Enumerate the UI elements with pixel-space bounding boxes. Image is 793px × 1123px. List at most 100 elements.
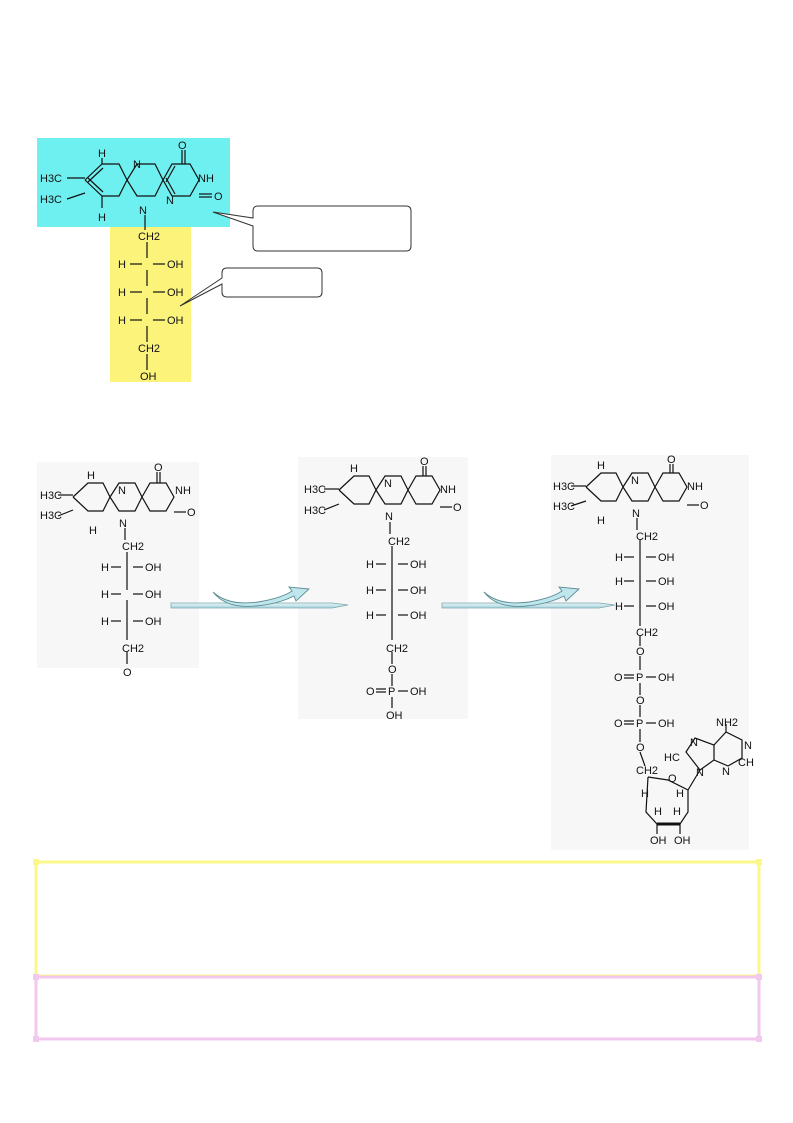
- svg-text:O: O: [668, 773, 677, 785]
- svg-text:H: H: [101, 616, 109, 628]
- atom-nh: NH: [198, 173, 214, 185]
- svg-text:H: H: [597, 515, 605, 527]
- svg-text:O: O: [154, 462, 163, 474]
- atom-h3c-2: H3C: [40, 194, 62, 206]
- svg-text:CH2: CH2: [636, 765, 658, 777]
- fmn-oh-1: OH: [410, 686, 427, 698]
- atom-ch2-bottom: CH2: [138, 343, 160, 355]
- svg-text:H: H: [676, 788, 684, 800]
- fmn-ester-o: O: [388, 664, 397, 676]
- svg-text:O: O: [636, 646, 645, 658]
- svg-text:H3C: H3C: [304, 505, 326, 517]
- svg-text:NH: NH: [175, 485, 191, 497]
- svg-text:CH2: CH2: [122, 541, 144, 553]
- svg-text:O: O: [667, 454, 676, 466]
- svg-text:H: H: [350, 463, 358, 475]
- fmn-oh-2: OH: [386, 710, 403, 722]
- fad-nh2: NH2: [716, 717, 738, 729]
- svg-text:H3C: H3C: [304, 484, 326, 496]
- svg-text:N: N: [631, 475, 639, 487]
- svg-text:H: H: [673, 806, 681, 818]
- atom-n-top: N: [133, 159, 141, 171]
- svg-text:OH: OH: [145, 562, 162, 574]
- atom-oh-3: OH: [167, 315, 184, 327]
- svg-text:OH: OH: [658, 552, 675, 564]
- svg-text:P: P: [636, 672, 643, 684]
- svg-text:H: H: [101, 589, 109, 601]
- svg-text:H: H: [366, 610, 374, 622]
- svg-text:P: P: [636, 718, 643, 730]
- svg-text:H: H: [366, 585, 374, 597]
- svg-text:N: N: [744, 740, 752, 752]
- yellow-note-box: [34, 860, 761, 978]
- fad-hc: HC: [664, 752, 680, 764]
- fad-oh-left: OH: [650, 835, 667, 847]
- atom-h-3: H: [118, 315, 126, 327]
- svg-text:CH2: CH2: [636, 627, 658, 639]
- svg-text:O: O: [366, 686, 375, 698]
- svg-text:H3C: H3C: [553, 501, 575, 513]
- svg-text:H: H: [615, 601, 623, 613]
- svg-text:H: H: [597, 460, 605, 472]
- svg-text:N: N: [696, 767, 704, 779]
- atom-oh-1: OH: [167, 259, 184, 271]
- svg-text:OH: OH: [410, 610, 427, 622]
- svg-text:H: H: [101, 562, 109, 574]
- atom-h-bottom: H: [98, 212, 106, 224]
- svg-text:N: N: [384, 478, 392, 490]
- fad-adenine-n: N: [690, 737, 698, 749]
- fad-panel: [551, 455, 749, 850]
- svg-text:OH: OH: [658, 601, 675, 613]
- svg-text:N: N: [632, 508, 640, 520]
- svg-text:O: O: [614, 718, 623, 730]
- atom-o-right: O: [214, 191, 223, 203]
- svg-text:H3C: H3C: [40, 490, 62, 502]
- svg-text:NH: NH: [687, 481, 703, 493]
- atom-oh-2: OH: [167, 287, 184, 299]
- svg-text:NH: NH: [440, 484, 456, 496]
- fmn-molecule: H3C H3C H N O NH O N CH2 H OH H OH H OH …: [304, 456, 462, 722]
- svg-text:CH2: CH2: [636, 531, 658, 543]
- reaction-arrow-2: [441, 586, 616, 609]
- svg-text:H: H: [87, 470, 95, 482]
- svg-text:CH2: CH2: [388, 536, 410, 548]
- fad-ribose-h: H: [654, 806, 662, 818]
- svg-text:H: H: [89, 525, 97, 537]
- fad-molecule: H3C H3C H N O NH O N H CH2 H OH H OH H O…: [553, 454, 754, 847]
- svg-text:OH: OH: [410, 559, 427, 571]
- pink-note-box: [34, 975, 761, 1041]
- atom-h-1: H: [118, 259, 126, 271]
- svg-text:OH: OH: [145, 589, 162, 601]
- riboflavin-molecule: H3C H3C H N O NH O N H CH2 H OH H OH H O…: [40, 462, 196, 679]
- svg-text:N: N: [385, 511, 393, 523]
- svg-text:CH2: CH2: [122, 643, 144, 655]
- svg-text:OH: OH: [658, 718, 675, 730]
- svg-text:H: H: [615, 552, 623, 564]
- atom-ch2-top: CH2: [138, 231, 160, 243]
- fad-oh-right: OH: [674, 835, 691, 847]
- svg-text:OH: OH: [658, 672, 675, 684]
- svg-text:H3C: H3C: [553, 481, 575, 493]
- svg-text:O: O: [420, 456, 429, 468]
- svg-text:O: O: [187, 507, 196, 519]
- atom-oh-end: OH: [140, 371, 157, 383]
- svg-text:O: O: [636, 742, 645, 754]
- atom-n-ribityl: N: [139, 205, 147, 217]
- svg-text:N: N: [119, 518, 127, 530]
- fad-ch: CH: [738, 757, 754, 769]
- reaction-arrow-1: [170, 586, 349, 609]
- svg-text:N: N: [722, 766, 730, 778]
- svg-text:H3C: H3C: [40, 510, 62, 522]
- riboflavin-end-o: O: [123, 667, 132, 679]
- svg-text:O: O: [453, 502, 462, 514]
- svg-text:OH: OH: [145, 616, 162, 628]
- atom-h-2: H: [118, 287, 126, 299]
- svg-text:OH: OH: [658, 576, 675, 588]
- svg-text:H: H: [615, 576, 623, 588]
- svg-text:N: N: [118, 485, 126, 497]
- riboflavin-panel: [37, 462, 199, 668]
- atom-o-top: O: [178, 140, 187, 152]
